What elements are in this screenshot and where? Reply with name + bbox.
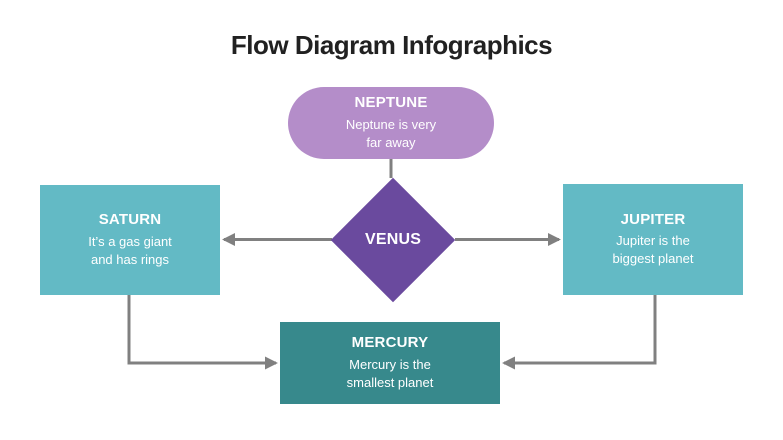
connector-saturn-mercury <box>127 295 278 370</box>
node-neptune-description: Neptune is very far away <box>345 116 437 150</box>
node-neptune-label: NEPTUNE <box>354 94 428 112</box>
node-venus-label: VENUS <box>364 231 422 248</box>
connector-jupiter-mercury <box>502 295 657 370</box>
node-venus: VENUS <box>330 177 456 303</box>
node-mercury-label: MERCURY <box>351 334 429 352</box>
node-jupiter-label: JUPITER <box>620 210 686 228</box>
node-saturn-description: It’s a gas giant and has rings <box>88 233 172 267</box>
node-mercury-description: Mercury is the smallest planet <box>346 356 434 390</box>
node-saturn: SATURN It’s a gas giant and has rings <box>40 185 220 295</box>
node-jupiter-description: Jupiter is the biggest planet <box>612 233 694 267</box>
node-saturn-label: SATURN <box>98 211 162 229</box>
node-neptune: NEPTUNE Neptune is very far away <box>288 87 494 159</box>
page-title: Flow Diagram Infographics <box>230 30 553 60</box>
node-jupiter: JUPITER Jupiter is the biggest planet <box>563 184 743 295</box>
node-mercury: MERCURY Mercury is the smallest planet <box>280 322 500 404</box>
